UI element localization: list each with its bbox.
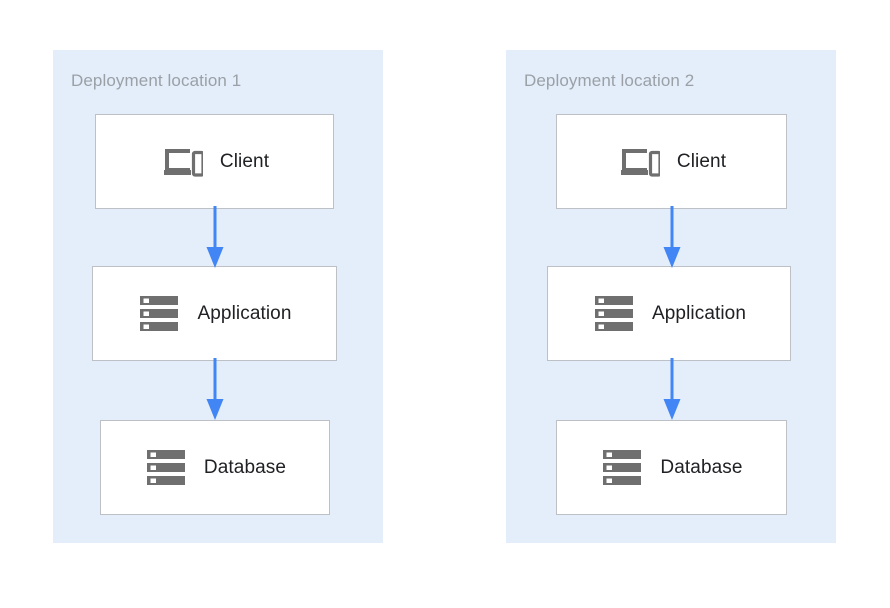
deployment-location-1-database-node[interactable]: Database	[100, 420, 330, 515]
node-label: Database	[203, 456, 287, 478]
server-icon	[600, 445, 646, 491]
node-label: Database	[660, 456, 743, 478]
server-icon	[144, 445, 190, 491]
deployment-location-2-application-node[interactable]: Application	[547, 266, 791, 361]
server-icon	[592, 291, 638, 337]
devices-icon	[617, 139, 663, 185]
deployment-location-1-client-node[interactable]: Client	[95, 114, 334, 209]
deployment-location-2-title: Deployment location 2	[524, 71, 695, 90]
node-label: Client	[676, 150, 727, 172]
deployment-location-2-database-node[interactable]: Database	[556, 420, 787, 515]
node-label: Application	[651, 302, 747, 324]
deployment-location-2-client-node[interactable]: Client	[556, 114, 787, 209]
deployment-location-1-title: Deployment location 1	[71, 71, 242, 90]
deployment-location-1-application-node[interactable]: Application	[92, 266, 337, 361]
node-label: Client	[219, 150, 270, 172]
node-label: Application	[197, 302, 292, 324]
devices-icon	[160, 139, 206, 185]
server-icon	[137, 291, 183, 337]
